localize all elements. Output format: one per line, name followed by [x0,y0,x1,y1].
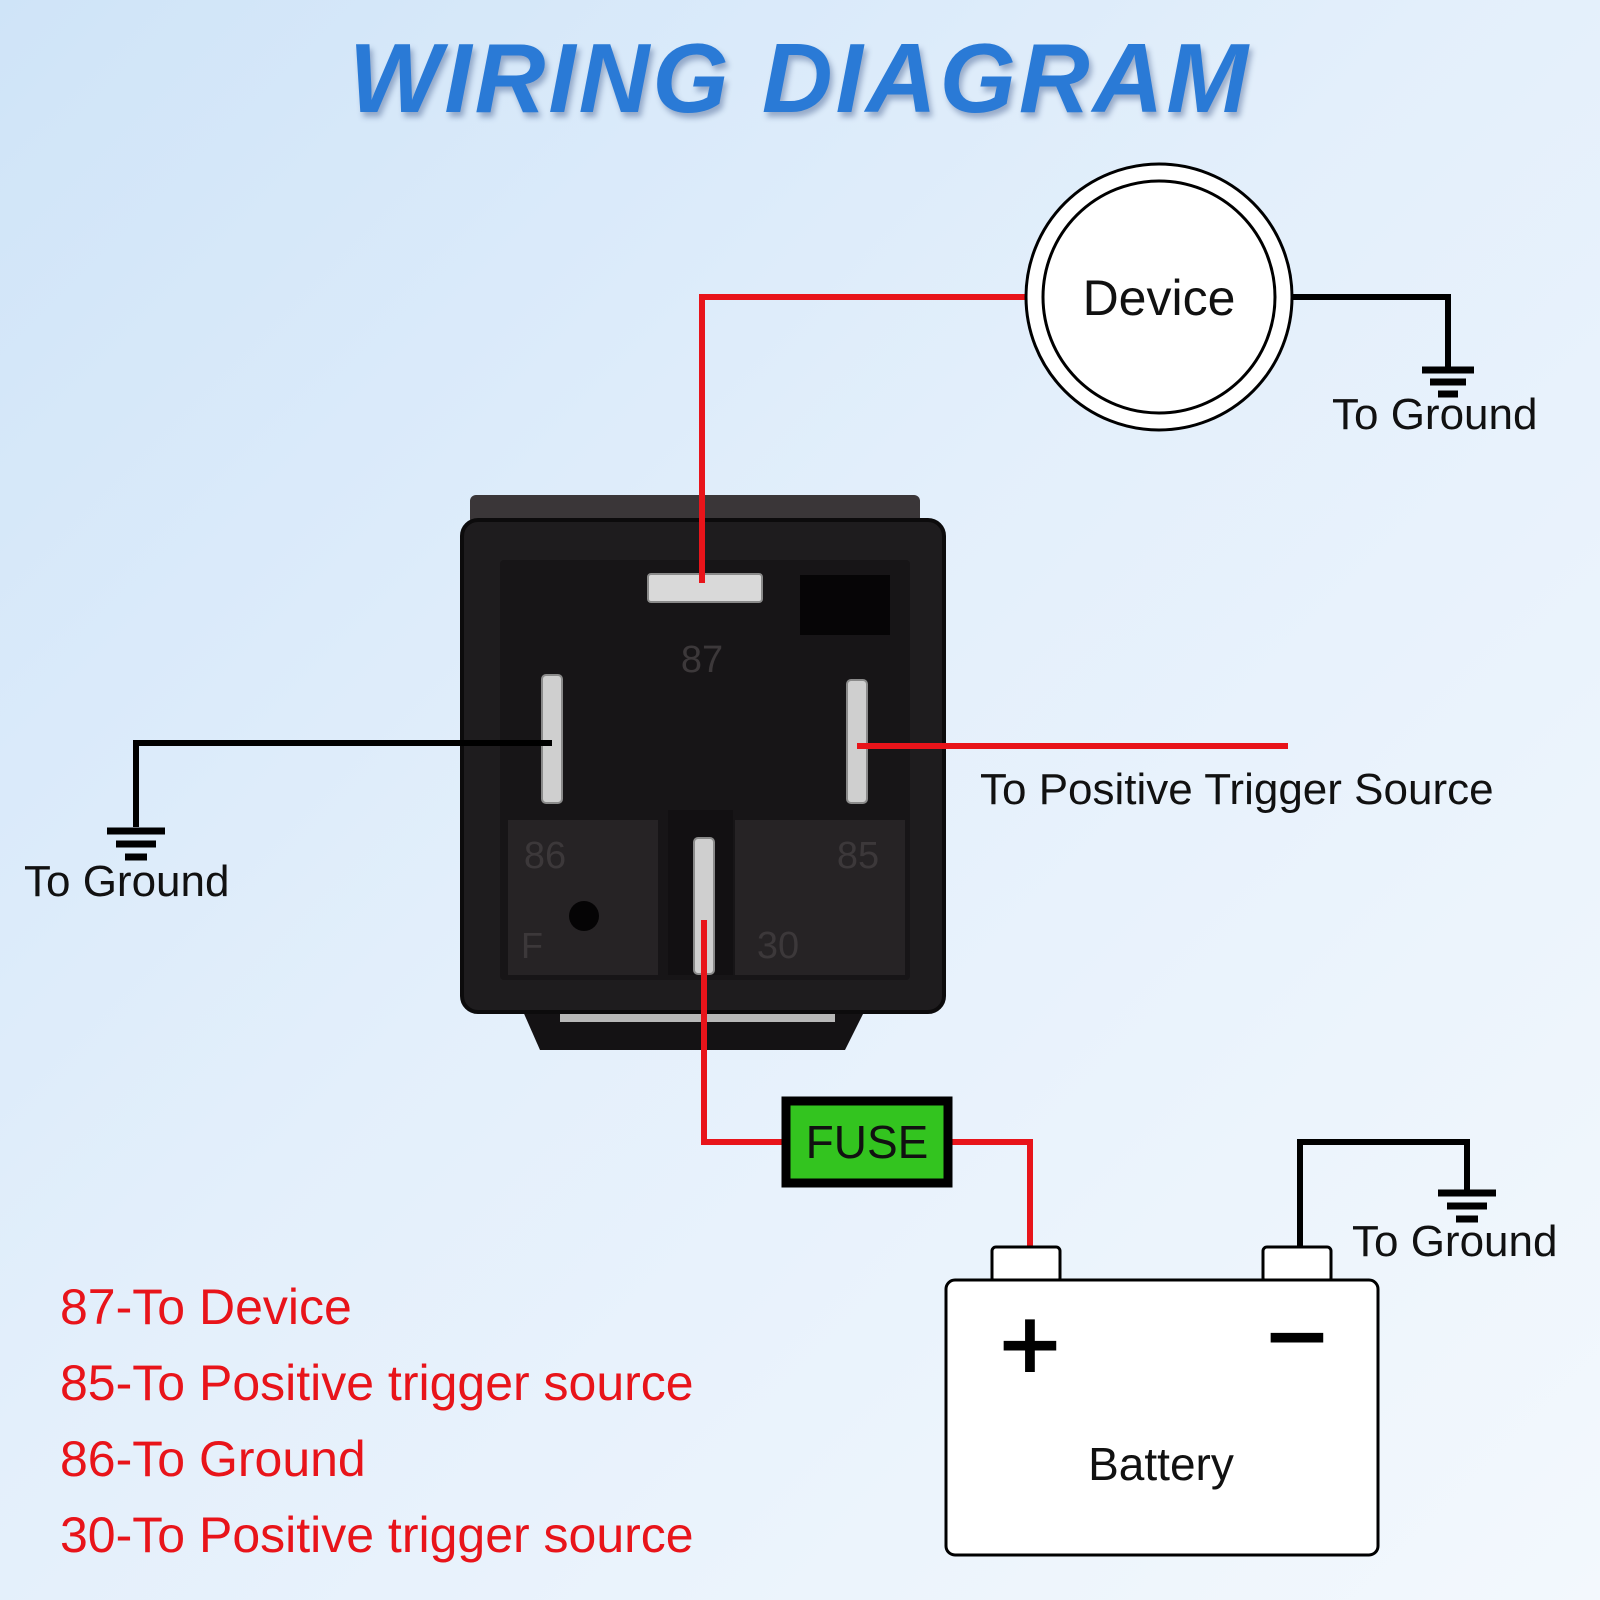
relay-pocket-left [508,820,658,975]
legend-item-85: 85-To Positive trigger source [60,1355,694,1411]
relay-mark-dot [569,901,599,931]
battery-plus-symbol: + [995,1294,1065,1392]
relay-top-rim [470,495,920,525]
pin-85-label: 85 [837,835,879,877]
legend-item-86: 86-To Ground [60,1431,366,1487]
ground-symbol-relay [107,827,165,861]
wire-device-ground [1290,294,1451,370]
ground-symbol-device [1422,366,1474,398]
wire-86-ground [133,740,552,827]
relay-pocket-right [735,820,905,975]
wire-fuse-to-battery-positive [948,1139,1033,1252]
fuse-box [781,1096,953,1188]
battery-minus-symbol: − [1262,1286,1332,1384]
pin-30-label: 30 [757,925,799,967]
relay: 87 86 85 30 F [460,495,946,1050]
ground-symbol-battery [1438,1189,1496,1223]
device: Device [1024,162,1294,432]
pin-legend: 87-To Device 85-To Positive trigger sour… [60,1282,694,1586]
battery-label: Battery [1088,1438,1234,1490]
terminal-86 [541,674,563,804]
pin-86-label: 86 [524,835,566,877]
battery-body [944,1278,1380,1557]
relay-marking-label: F [521,925,543,966]
legend-item-30: 30-To Positive trigger source [60,1507,694,1563]
battery: + − Battery [944,1245,1380,1557]
fuse-label: FUSE [806,1116,929,1168]
trigger-source-label: To Positive Trigger Source [980,765,1494,814]
wire-battery-negative-ground [1297,1139,1470,1252]
wire-30-to-fuse [701,920,786,1145]
device-inner-ring [1041,179,1277,415]
relay-square-hole [800,575,890,635]
device-label: Device [1083,270,1236,326]
page-title: WIRING DIAGRAM [348,23,1252,133]
battery-positive-terminal [990,1245,1062,1284]
device-ground-label: To Ground [1332,390,1538,439]
fuse: FUSE [781,1096,953,1188]
wire-87-to-device [699,294,1027,583]
battery-negative-terminal [1261,1245,1333,1284]
legend-item-87: 87-To Device [60,1279,352,1335]
relay-ground-label: To Ground [24,857,230,906]
battery-ground-label: To Ground [1352,1217,1558,1266]
pin-87-label: 87 [681,639,723,681]
terminal-85 [846,679,868,804]
